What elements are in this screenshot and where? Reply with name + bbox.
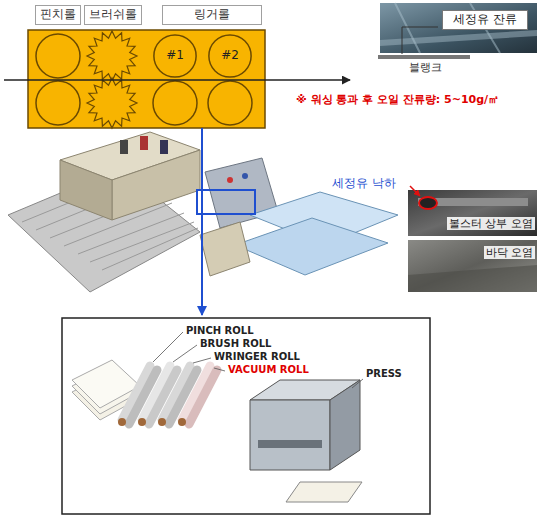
- detail-frame: [62, 318, 430, 514]
- press-side: [330, 380, 360, 470]
- press-front: [250, 400, 330, 470]
- roll-housing: [28, 30, 265, 128]
- photo-caption: 볼스터 상부 오염: [447, 217, 535, 230]
- blank-sheet: [378, 55, 470, 59]
- flow-arrow: [4, 79, 350, 81]
- pinch-roll: [36, 34, 80, 78]
- wringer-roll: [208, 81, 252, 125]
- part-label: WRINGER ROLL: [214, 351, 300, 363]
- part-label: PRESS: [366, 368, 402, 380]
- bearing: [178, 418, 186, 426]
- press-slot: [258, 440, 322, 448]
- node-text: 세정유 잔류: [453, 13, 517, 27]
- node-text: #2: [221, 49, 239, 63]
- brush-roll: [87, 78, 137, 128]
- part-label: VACUUM ROLL: [228, 364, 309, 376]
- pointer-arrow: [410, 186, 420, 196]
- part-label: BRUSH ROLL: [200, 338, 271, 350]
- bearing: [118, 418, 126, 426]
- node-text: 핀치롤: [40, 8, 76, 22]
- machine-detail: [242, 173, 248, 179]
- node-text: 브러쉬롤: [89, 8, 137, 22]
- node-text: #1: [166, 49, 184, 63]
- machine-detail: [160, 140, 168, 154]
- wringer-roll: [153, 81, 197, 125]
- photo: [408, 240, 537, 292]
- rolls: [118, 366, 217, 426]
- roll-circle: #2: [208, 34, 252, 78]
- machine-front: [112, 150, 200, 220]
- part-label: PINCH ROLL: [186, 325, 254, 337]
- callout-text: 세정유 낙하: [330, 176, 398, 190]
- bearing: [158, 418, 166, 426]
- node-text: 링거롤: [194, 8, 230, 22]
- highlight-ellipse: [419, 197, 437, 209]
- machine-base: [200, 222, 250, 276]
- header-box: 브러쉬롤: [84, 5, 142, 25]
- pinch-roll: [36, 81, 80, 125]
- press-table: [235, 218, 388, 275]
- machine-side: [60, 160, 112, 220]
- machine-detail: [140, 136, 148, 150]
- leader-line: [352, 379, 363, 388]
- part-label: 블랭크: [409, 61, 442, 74]
- circle-shape: [209, 35, 251, 77]
- vacuum-roll: [189, 370, 217, 424]
- brush-roll: [87, 31, 137, 81]
- machine-detail: [120, 140, 128, 154]
- machine-detail: [227, 177, 233, 183]
- header-box: 핀치롤: [35, 5, 81, 25]
- roll-circle: #1: [153, 34, 197, 78]
- circle-shape: [154, 35, 196, 77]
- photo-tag: 세정유 잔류: [442, 10, 528, 30]
- bearing: [138, 418, 146, 426]
- photo-detail: [380, 30, 537, 46]
- note-text: ※ 워싱 통과 후 오일 잔류량: 5~10g/㎡: [296, 93, 499, 106]
- output-part: [286, 482, 362, 502]
- leader-line: [402, 27, 438, 54]
- photo-detail: [408, 265, 537, 292]
- zoom-arrow: [201, 128, 203, 315]
- photo-caption: 바닥 오염: [484, 246, 536, 259]
- photo: [408, 190, 537, 236]
- highlight-box: [197, 190, 255, 214]
- photo: [380, 3, 537, 53]
- header-box: 링거롤: [162, 5, 262, 25]
